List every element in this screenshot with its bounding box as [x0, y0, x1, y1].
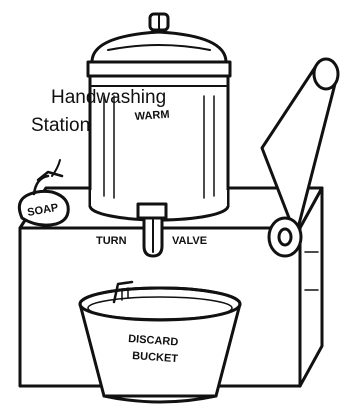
label-turn: TURN: [96, 235, 127, 247]
paper-towel-roll: [262, 59, 338, 256]
caption-line-1: Handwashing: [51, 88, 166, 107]
caption-line-2: Station: [31, 116, 90, 135]
label-valve: VALVE: [172, 235, 207, 247]
label-warm: WARM: [134, 109, 170, 123]
